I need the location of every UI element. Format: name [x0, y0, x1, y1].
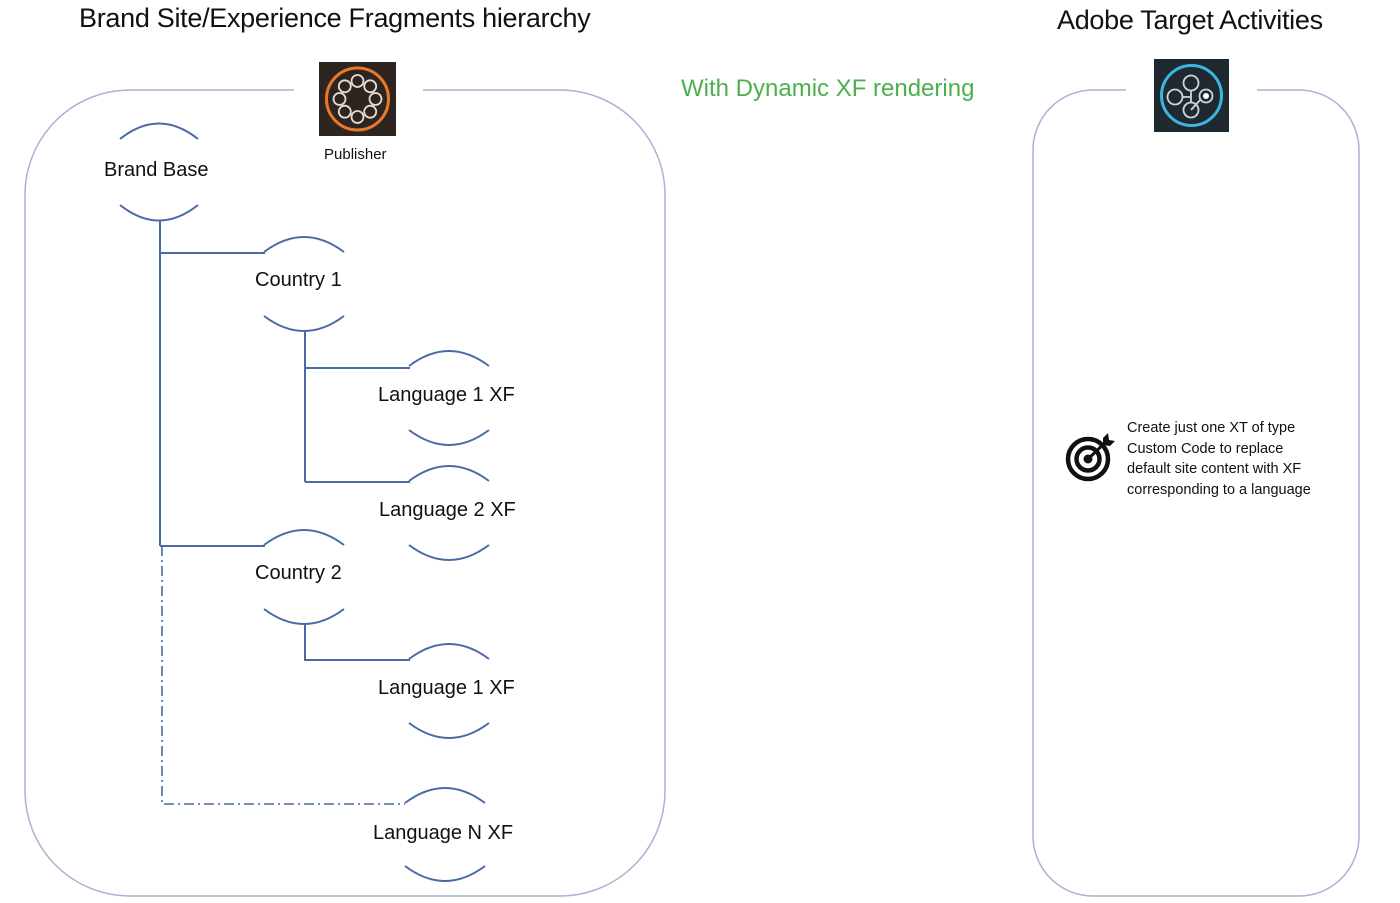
- left-panel-frame: [24, 89, 666, 897]
- node-arcs-language-n: [404, 787, 486, 882]
- node-arcs-c1-language-1: [408, 350, 490, 446]
- node-label-country-1: Country 1: [255, 269, 342, 291]
- activity-description-line: corresponding to a language: [1127, 481, 1311, 498]
- bullseye-target-icon: [1065, 433, 1115, 482]
- activity-description-line: default site content with XF: [1127, 461, 1302, 477]
- activity-description-line: Custom Code to replace: [1127, 440, 1284, 457]
- node-label-c2-language-1: Language 1 XF: [378, 677, 515, 699]
- connector-language-n: [161, 546, 405, 805]
- node-label-brand-base: Brand Base: [104, 159, 209, 181]
- dynamic-xf-subtitle: With Dynamic XF rendering: [681, 75, 975, 102]
- right-panel-frame: [1032, 89, 1360, 897]
- publisher-caption: Publisher: [324, 146, 387, 163]
- node-label-c1-language-1: Language 1 XF: [378, 384, 515, 406]
- node-arcs-country-1: [263, 236, 345, 332]
- node-arcs-c1-language-2: [408, 465, 490, 561]
- node-arcs-brand-base: [119, 122, 199, 222]
- activity-description-line: Create just one XT of type: [1127, 420, 1296, 436]
- connector-country-2-trunk: [304, 624, 410, 661]
- aem-publisher-icon: [319, 62, 396, 136]
- left-panel-title: Brand Site/Experience Fragments hierarch…: [79, 3, 591, 33]
- node-arcs-c2-language-1: [408, 643, 490, 739]
- node-label-country-2: Country 2: [255, 562, 342, 584]
- adobe-target-icon: [1154, 59, 1229, 132]
- node-arcs-country-2: [263, 529, 345, 625]
- node-label-c1-language-2: Language 2 XF: [379, 499, 516, 521]
- activity-description: Create just one XT of type Custom Code t…: [1127, 418, 1357, 500]
- node-label-language-n: Language N XF: [373, 822, 514, 844]
- right-panel-title: Adobe Target Activities: [1057, 5, 1323, 35]
